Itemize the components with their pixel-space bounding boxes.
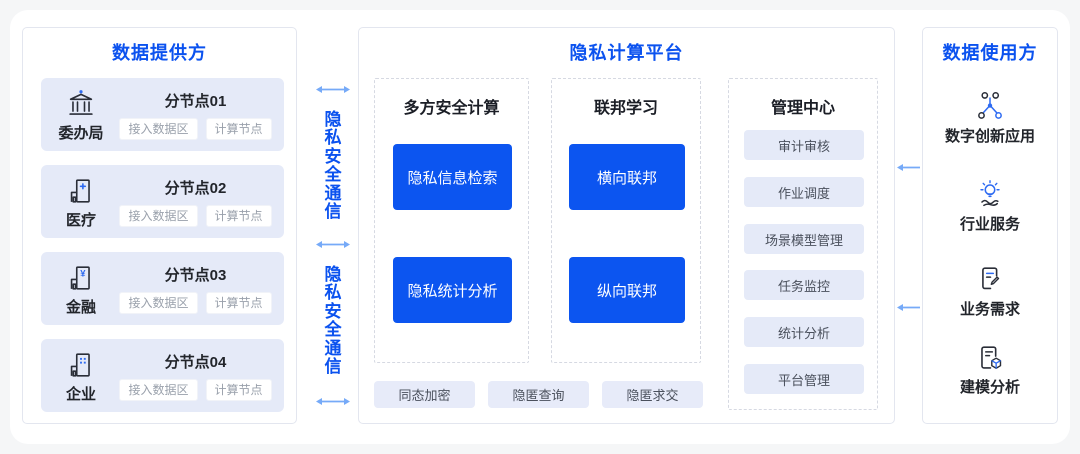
provider-node-org: 企业	[65, 385, 96, 403]
management-item: 审计审核	[744, 130, 864, 160]
lightbulb-service-icon	[973, 177, 1007, 211]
management-item: 任务监控	[744, 270, 864, 300]
access-data-zone-tag: 接入数据区	[119, 204, 198, 227]
consumer-item-label: 数字创新应用	[944, 128, 1035, 145]
svg-text:¥: ¥	[80, 268, 86, 279]
management-item: 作业调度	[744, 177, 864, 207]
private-stats-analysis-box: 隐私统计分析	[393, 257, 512, 323]
finance-building-icon: ¥	[64, 261, 98, 295]
consumer-item-label: 业务需求	[959, 301, 1020, 318]
platform-panel: 隐私计算平台 多方安全计算 隐私信息检索 隐私统计分析 联邦学习 横向联邦 纵向…	[358, 27, 895, 424]
horizontal-federation-box: 横向联邦	[569, 144, 685, 210]
access-data-zone-tag: 接入数据区	[119, 117, 198, 140]
left-arrow-icon	[896, 162, 920, 173]
management-column-title: 管理中心	[770, 100, 835, 117]
provider-node-card: 委办局 分节点01 接入数据区 计算节点	[41, 78, 284, 151]
platform-title: 隐私计算平台	[569, 43, 684, 63]
provider-node-name: 分节点02	[164, 179, 227, 197]
provider-node-card: 企业 分节点04 接入数据区 计算节点	[41, 339, 284, 412]
consumer-item-label: 建模分析	[959, 379, 1020, 396]
document-model-icon	[973, 341, 1007, 375]
mpc-column-title: 多方安全计算	[403, 100, 500, 117]
data-consumer-title: 数据使用方	[942, 43, 1038, 63]
access-data-zone-tag: 接入数据区	[119, 378, 198, 401]
provider-node-org: 金融	[65, 298, 96, 316]
mpc-column: 多方安全计算 隐私信息检索 隐私统计分析	[374, 78, 529, 363]
provider-node-name: 分节点04	[164, 353, 227, 371]
capability-private-set-intersection: 隐匿求交	[602, 381, 703, 408]
provider-node-org: 医疗	[65, 211, 96, 229]
management-item: 平台管理	[744, 364, 864, 394]
provider-node-name: 分节点01	[164, 92, 227, 110]
access-data-zone-tag: 接入数据区	[119, 291, 198, 314]
management-item: 场景模型管理	[744, 224, 864, 254]
data-provider-panel: 数据提供方 委办局 分节点01 接入数据区 计算节点	[22, 27, 297, 424]
capability-homomorphic-encryption: 同态加密	[374, 381, 475, 408]
compute-node-tag: 计算节点	[205, 378, 272, 401]
provider-node-card: 医疗 分节点02 接入数据区 计算节点	[41, 165, 284, 238]
private-info-retrieval-box: 隐私信息检索	[393, 144, 512, 210]
vertical-federation-box: 纵向联邦	[569, 257, 685, 323]
compute-node-tag: 计算节点	[205, 291, 272, 314]
secure-comm-label: 隐私安全通信	[324, 110, 342, 222]
management-item: 统计分析	[744, 317, 864, 347]
network-nodes-icon	[973, 89, 1007, 123]
left-arrow-icon	[896, 302, 920, 313]
data-provider-title: 数据提供方	[112, 43, 207, 63]
provider-node-org: 委办局	[58, 124, 104, 142]
double-arrow-icon	[315, 84, 351, 95]
consumer-item-label: 行业服务	[959, 216, 1020, 233]
management-center-column: 管理中心 审计审核 作业调度 场景模型管理 任务监控 统计分析 平台管理	[728, 78, 878, 410]
government-building-icon	[64, 87, 98, 121]
data-consumer-panel: 数据使用方 数字创新应用 行业服务	[922, 27, 1058, 424]
compute-node-tag: 计算节点	[205, 117, 272, 140]
federated-learning-column: 联邦学习 横向联邦 纵向联邦	[551, 78, 701, 363]
secure-comm-label: 隐私安全通信	[324, 265, 342, 377]
federated-column-title: 联邦学习	[593, 100, 658, 117]
document-edit-icon	[973, 262, 1007, 296]
double-arrow-icon	[315, 239, 351, 250]
enterprise-building-icon	[64, 348, 98, 382]
provider-node-name: 分节点03	[164, 266, 227, 284]
capability-private-query: 隐匿查询	[488, 381, 589, 408]
hospital-building-icon	[64, 174, 98, 208]
compute-node-tag: 计算节点	[205, 204, 272, 227]
double-arrow-icon	[315, 396, 351, 407]
provider-node-card: ¥ 金融 分节点03 接入数据区 计算节点	[41, 252, 284, 325]
